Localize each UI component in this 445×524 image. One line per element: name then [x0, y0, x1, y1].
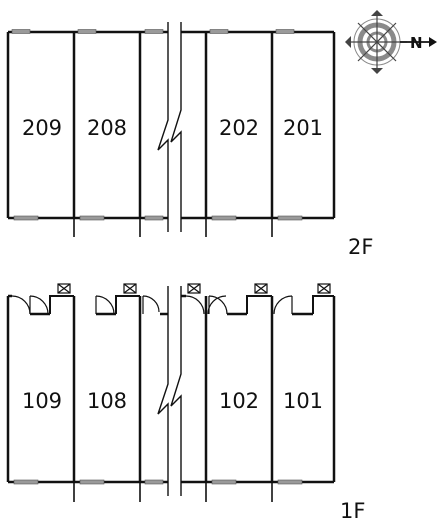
- unit-202-label: 202: [219, 116, 259, 140]
- unit-208-label: 208: [87, 116, 127, 140]
- door-swings: [11, 295, 293, 315]
- floor-1f-label: 1F: [340, 499, 365, 523]
- unit-101-label: 101: [283, 389, 323, 413]
- unit-102-label: 102: [219, 389, 259, 413]
- compass-north-label: N: [410, 34, 423, 52]
- floor-1f: 109 108 102 101 1F: [6, 283, 365, 523]
- unit-109-label: 109: [22, 389, 62, 413]
- unit-209-label: 209: [22, 116, 62, 140]
- compass-rose-icon: N: [345, 10, 437, 74]
- floor-2f-label: 2F: [348, 235, 373, 259]
- meter-boxes: [57, 283, 331, 294]
- floor-2f: 209 208 202 201 2F: [6, 22, 373, 259]
- unit-201-label: 201: [283, 116, 323, 140]
- unit-108-label: 108: [87, 389, 127, 413]
